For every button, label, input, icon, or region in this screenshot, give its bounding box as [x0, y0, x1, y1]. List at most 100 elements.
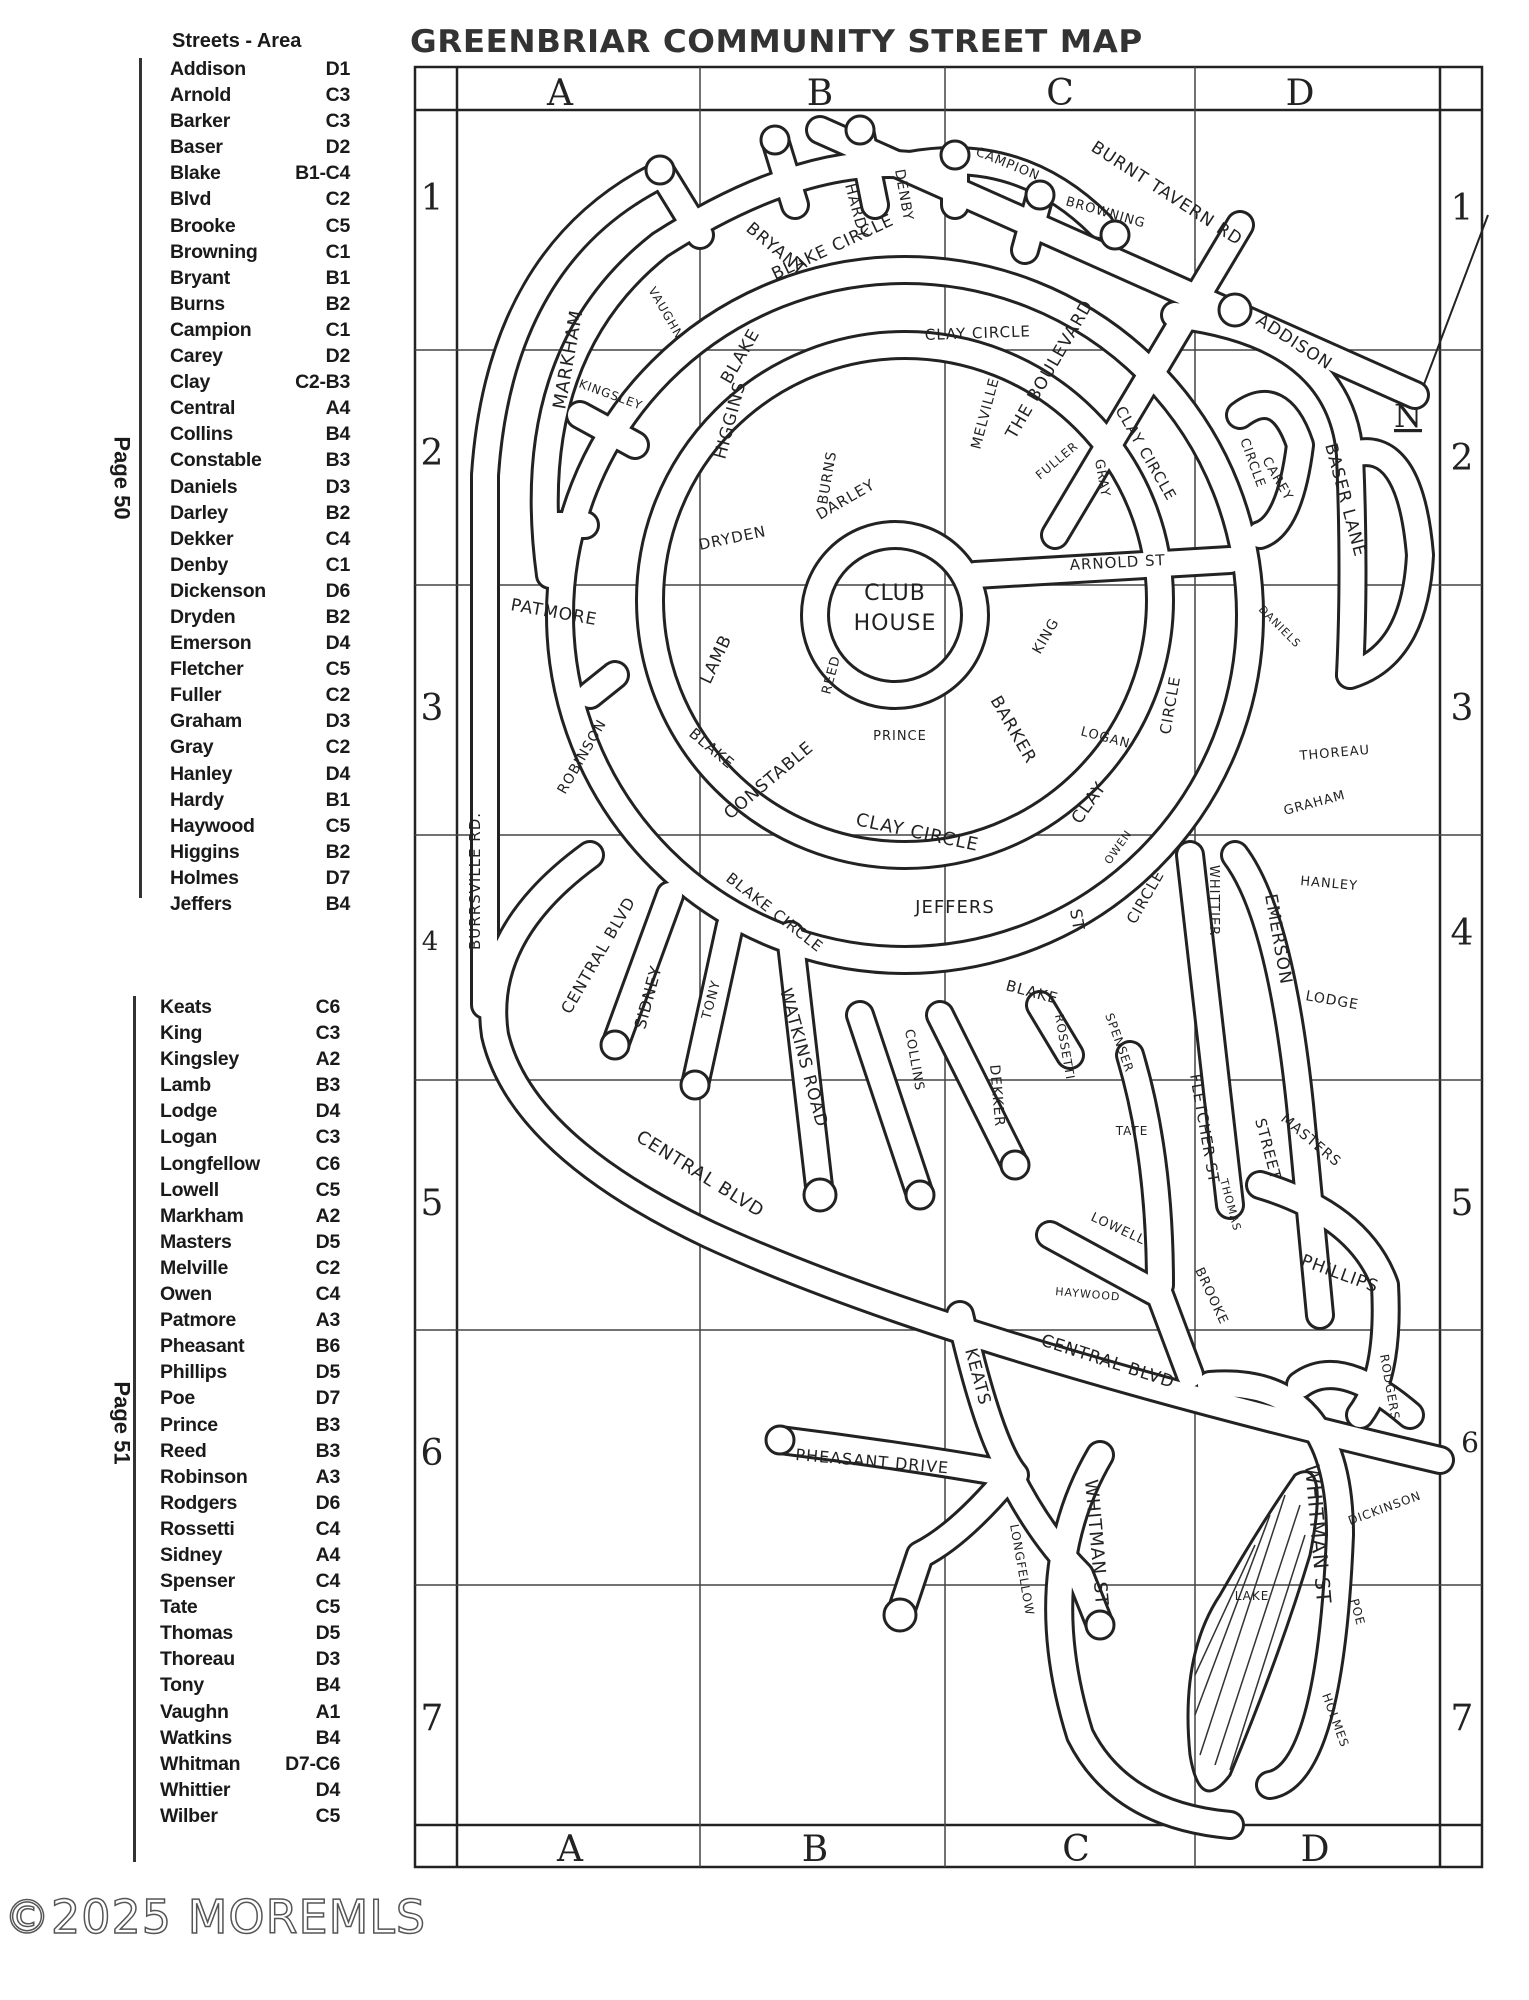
- label-jeffers: JEFFERS: [914, 897, 995, 918]
- street-name: Logan: [160, 1126, 217, 1149]
- street-area: B3: [315, 1413, 341, 1436]
- label-whittier: WHITTIER: [1206, 865, 1221, 936]
- grid-col-d-top: D: [1286, 73, 1315, 114]
- street-name: Lowell: [160, 1178, 219, 1201]
- grid-row-7-right: 7: [1451, 1698, 1474, 1739]
- street-name: Brooke: [170, 214, 236, 237]
- street-area: C2: [315, 1256, 341, 1279]
- street-area: C6: [315, 996, 341, 1018]
- street-area: C5: [315, 1804, 341, 1827]
- street-area: A3: [315, 1465, 341, 1488]
- street-area: D7: [325, 866, 351, 889]
- street-index-row: Fuller C2: [170, 682, 350, 708]
- street-area: C6: [315, 1152, 341, 1175]
- street-area: C2: [325, 684, 351, 707]
- street-area: C3: [315, 1126, 341, 1149]
- page-label-50: Page 50: [109, 436, 135, 520]
- street-area: B1: [325, 266, 351, 289]
- grid-row-4-right: 4: [1451, 913, 1474, 954]
- street-name: Graham: [170, 710, 242, 733]
- street-name: Emerson: [170, 632, 252, 655]
- street-name: Campion: [170, 318, 252, 341]
- street-name: Hardy: [170, 788, 224, 811]
- street-name: Tate: [160, 1596, 198, 1619]
- map-frame: [413, 65, 1484, 1869]
- street-area: C4: [315, 1517, 341, 1540]
- street-name: Clay: [170, 371, 210, 394]
- street-area: C1: [325, 240, 351, 263]
- street-name: Rossetti: [160, 1517, 235, 1540]
- street-name: Reed: [160, 1439, 207, 1462]
- label-poe: POE: [1347, 1597, 1368, 1627]
- street-name: Masters: [160, 1230, 232, 1253]
- street-area: D2: [325, 345, 351, 368]
- label-vaughn: VAUGHN: [645, 285, 686, 342]
- label-lake: LAKE: [1235, 1589, 1270, 1603]
- street-area: B2: [325, 840, 351, 863]
- street-name: Keats: [160, 996, 212, 1018]
- street-name: Whitman: [160, 1752, 241, 1775]
- street-area: C5: [325, 658, 351, 681]
- street-name: Denby: [170, 553, 229, 576]
- street-area: B1-C4: [295, 162, 350, 185]
- street-area: B4: [325, 893, 351, 915]
- label-haywood: HAYWOOD: [1055, 1285, 1121, 1304]
- street-area: B2: [325, 501, 351, 524]
- street-map: A B C D A B C D 1 2 3 4 5 6 7 1 2 3 4 5 …: [413, 65, 1489, 1870]
- street-area: A2: [315, 1204, 341, 1227]
- label-prince: PRINCE: [873, 729, 927, 744]
- street-area: D3: [325, 710, 351, 733]
- street-name: Markham: [160, 1204, 244, 1227]
- grid-row-1-right: 1: [1451, 188, 1474, 229]
- street-area: D3: [315, 1648, 341, 1671]
- street-name: Bryant: [170, 266, 230, 289]
- street-area: D5: [315, 1230, 341, 1253]
- street-name: Dryden: [170, 605, 236, 628]
- street-area: B4: [325, 423, 351, 446]
- grid-col-b-bottom: B: [802, 1829, 828, 1870]
- street-area: D6: [325, 579, 351, 602]
- street-name: King: [160, 1022, 203, 1045]
- index-bracket-1: [139, 58, 142, 898]
- copyright-watermark: ©2025 MOREMLS: [3, 1889, 427, 1945]
- label-lamb: LAMB: [696, 632, 736, 687]
- street-index-row: Graham D3: [170, 708, 350, 734]
- label-graham: GRAHAM: [1282, 788, 1347, 819]
- street-name: Fuller: [170, 684, 222, 707]
- grid-row-5-left: 5: [421, 1183, 444, 1224]
- index-bracket-2: [133, 996, 136, 1862]
- street-name: Blvd: [170, 188, 212, 211]
- street-name: Lodge: [160, 1100, 217, 1123]
- street-area: D1: [325, 58, 351, 80]
- grid-row-4-left: 4: [422, 927, 439, 957]
- street-area: B1: [325, 788, 351, 811]
- street-name: Patmore: [160, 1309, 236, 1332]
- grid-col-b-top: B: [807, 73, 833, 114]
- label-lowell: LOWELL: [1088, 1210, 1147, 1248]
- street-name: Burns: [170, 292, 225, 315]
- street-index-header: Streets - Area: [172, 30, 302, 52]
- grid-row-6-left: 6: [421, 1433, 444, 1474]
- grid-row-3-left: 3: [421, 688, 444, 729]
- street-name: Constable: [170, 449, 262, 472]
- street-area: C5: [325, 214, 351, 237]
